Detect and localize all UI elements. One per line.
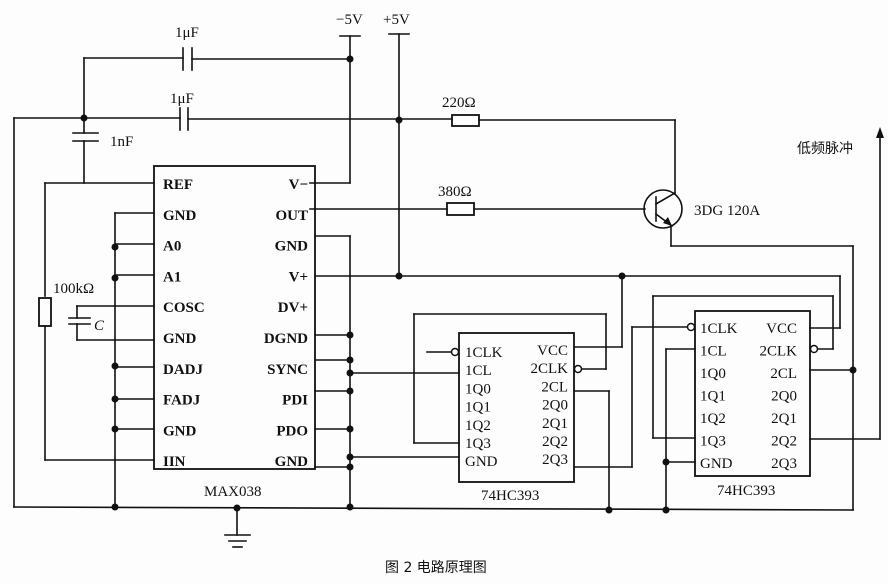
c1-pin-label: 2CLK (531, 361, 569, 377)
c3-label: 1nF (110, 134, 133, 150)
c2-pin-label: 1CLK (700, 321, 738, 337)
max-pin-label: GND (275, 239, 309, 255)
max-pin-label: PDO (276, 423, 308, 439)
c2-pin-label: 2CL (770, 366, 797, 382)
c2-pin-label: GND (700, 456, 733, 472)
c1-label: 1μF (175, 25, 199, 41)
c2-pin-label: 1Q1 (700, 389, 726, 405)
output-label: 低频脉冲 (797, 141, 853, 157)
max-pin-label: OUT (275, 208, 308, 224)
max038-chip: MAX038 (153, 165, 316, 500)
capacitor-1uf-mid: 1μF (13, 91, 453, 131)
c1-pin-label: 1Q0 (465, 381, 491, 397)
max-pin-label: COSC (163, 300, 205, 316)
max-pin-label: V+ (289, 269, 308, 285)
c2-pin-label: 1CL (700, 344, 727, 360)
max-pin-label: GND (163, 208, 197, 224)
max-pin-label: GND (163, 331, 197, 347)
max-pin-label: DV+ (278, 300, 308, 316)
ground-symbol (224, 504, 251, 548)
c1-pin-label: VCC (537, 343, 568, 359)
figure-caption: 图 2 电路原理图 (385, 560, 487, 576)
c1-pin-label: 2Q0 (542, 398, 568, 414)
c1-pin-label: 1Q2 (465, 418, 491, 434)
cx-label: C (94, 318, 105, 334)
counter1-name: 74HC393 (481, 488, 539, 504)
max038-name: MAX038 (204, 484, 262, 500)
capacitor-1uf-top: 1μF (83, 25, 354, 71)
max-pin-label: REF (163, 177, 193, 193)
c1-pin-label: 2CL (541, 379, 568, 395)
max-pin-label: A0 (163, 239, 181, 255)
max-pin-label: V− (289, 177, 308, 193)
r2-label: 380Ω (438, 184, 472, 200)
pos-5v-rail: +5V (383, 12, 410, 277)
counter2-name: 74HC393 (717, 483, 775, 499)
max-pin-label: GND (163, 423, 197, 439)
c1-pin-label: GND (465, 454, 498, 470)
c2-pin-label: VCC (766, 321, 797, 337)
max-pin-label: PDI (282, 393, 308, 409)
max038-right-pins: V− OUT GND V+ DV+ DGND SYNC PDI PDO GND (264, 177, 308, 470)
c2-pin-label: 1Q0 (700, 366, 726, 382)
r1-label: 220Ω (442, 95, 476, 111)
max-pin-label: DGND (264, 331, 308, 347)
c1-pin-label: 1Q3 (465, 436, 491, 452)
resistor-220: 220Ω (442, 95, 676, 194)
r3-label: 100kΩ (53, 281, 94, 297)
c1-pin-label: 2Q2 (542, 434, 568, 450)
c2-pin-label: 1Q2 (700, 411, 726, 427)
max-pin-label: GND (275, 454, 309, 470)
neg-5v-label: −5V (336, 12, 363, 28)
c2-pin-label: 2Q2 (771, 434, 797, 450)
transistor-3dg120a: 3DG 120A (643, 189, 854, 511)
c1-pin-label: 1Q1 (465, 400, 491, 416)
c2-pin-label: 2Q1 (771, 411, 797, 427)
neg-5v-rail: −5V (309, 12, 363, 184)
max-pin-label: DADJ (163, 362, 203, 378)
max-pin-label: A1 (163, 269, 181, 285)
c2-pin-label: 1Q3 (700, 434, 726, 450)
counter1-right-pins: VCC 2CLK 2CL 2Q0 2Q1 2Q2 2Q3 (531, 343, 569, 468)
capacitor-c: C (68, 305, 155, 341)
c1-pin-label: 2Q1 (542, 416, 568, 432)
pos-5v-label: +5V (383, 12, 410, 28)
counter2-chip: 74HC393 (694, 310, 811, 499)
max-pin-label: FADJ (163, 393, 201, 409)
capacitor-1nf: 1nF (72, 117, 133, 184)
counter2-right-pins: VCC 2CLK 2CL 2Q0 2Q1 2Q2 2Q3 (760, 321, 798, 472)
c2-pin-label: 2Q3 (771, 456, 797, 472)
c1-pin-label: 1CLK (465, 345, 503, 361)
max-pin-label: SYNC (267, 362, 308, 378)
counter1-chip: 74HC393 (458, 332, 575, 504)
c2-label: 1μF (170, 91, 194, 107)
transistor-label: 3DG 120A (694, 203, 760, 219)
resistor-380: 380Ω (309, 184, 646, 216)
c2-pin-label: 2Q0 (771, 389, 797, 405)
c1-pin-label: 2Q3 (542, 452, 568, 468)
resistor-100k: 100kΩ (38, 281, 94, 327)
output-arrow: 低频脉冲 (797, 127, 884, 440)
c1-pin-label: 1CL (465, 363, 492, 379)
c2-pin-label: 2CLK (760, 344, 798, 360)
max-pin-label: IIN (163, 454, 186, 470)
